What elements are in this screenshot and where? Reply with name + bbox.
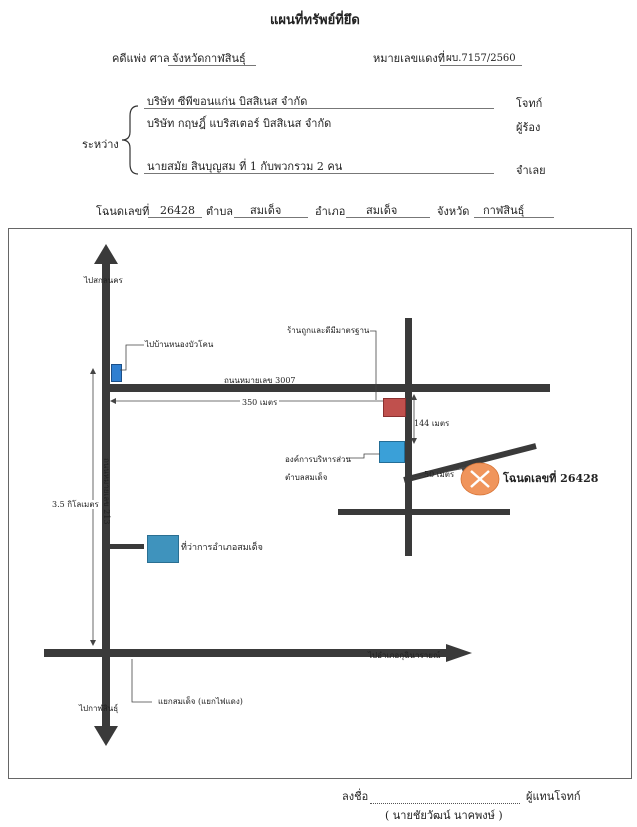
court-underline bbox=[168, 65, 256, 66]
label-district-office: ที่ว่าการอำเภอสมเด็จ bbox=[181, 543, 263, 553]
district-value: สมเด็จ bbox=[366, 204, 398, 217]
deed-no-underline bbox=[148, 217, 202, 218]
court-name: จังหวัดกาฬสินธุ์ bbox=[172, 52, 246, 65]
dim-144m bbox=[411, 394, 417, 444]
label-350m: 350 เมตร bbox=[240, 398, 280, 407]
subdistrict-value: สมเด็จ bbox=[250, 204, 282, 217]
case-label: คดีแพ่ง ศาล bbox=[112, 52, 170, 65]
road-diagonal bbox=[403, 443, 537, 483]
north-arrow-icon bbox=[94, 244, 118, 264]
road-local-horizontal bbox=[338, 509, 510, 515]
road-3007 bbox=[102, 384, 550, 392]
petitioner-name: บริษัท กฤษฎิ์ แบริสเตอร์ บิสสิเนส จำกัด bbox=[147, 117, 332, 130]
deed-label: โฉนดเลขที่ bbox=[96, 205, 150, 218]
subdistrict-label: ตำบล bbox=[206, 205, 234, 218]
defendant-name: นายสมัย สินบุญสม ที่ 1 กับพวกรวม 2 คน bbox=[147, 160, 343, 173]
south-arrow-icon bbox=[94, 726, 118, 746]
province-value: กาฬสินธุ์ bbox=[483, 204, 525, 217]
case-no-underline bbox=[440, 65, 522, 66]
ban-nong-leader bbox=[120, 344, 144, 371]
between-label: ระหว่าง bbox=[82, 138, 119, 151]
shop-leader bbox=[370, 330, 377, 400]
signer-name: ( นายชัยวัฒน์ นาคพงษ์ ) bbox=[385, 809, 503, 822]
label-to-kalasin: ไปกาฬสินธุ์ bbox=[79, 704, 119, 713]
case-no-label: หมายเลขแดงที่ bbox=[373, 52, 445, 65]
road-local-vertical bbox=[405, 318, 412, 556]
road-to-kuchinarai bbox=[44, 649, 448, 657]
label-road-3007: ถนนหมายเลข 3007 bbox=[224, 376, 296, 385]
label-road-213: ถนนหมายเลข 213 bbox=[102, 458, 111, 525]
signature-line bbox=[370, 803, 520, 804]
signer-role: ผู้แทนโจทก์ bbox=[526, 790, 581, 803]
junction-leader bbox=[131, 659, 152, 703]
label-to-sakon: ไปสกลนคร bbox=[84, 276, 123, 285]
label-sao-2: ตำบลสมเด็จ bbox=[285, 473, 328, 482]
label-3-5km: 3.5 กิโลเมตร bbox=[52, 500, 99, 509]
case-number: ผบ.7157/2560 bbox=[446, 53, 516, 64]
label-to-kuchinarai: ไปอำเภอกุฉินารายณ์ bbox=[368, 651, 441, 660]
province-underline bbox=[474, 217, 554, 218]
east-arrow-icon bbox=[446, 644, 472, 662]
deed-number: 26428 bbox=[160, 204, 195, 217]
plaintiff-role: โจทก์ bbox=[516, 97, 543, 110]
deed-plot-marker bbox=[460, 462, 500, 496]
road-office-spur bbox=[106, 544, 144, 549]
label-144m: 144 เมตร bbox=[414, 419, 450, 428]
map-frame bbox=[8, 228, 632, 779]
sign-label: ลงชื่อ bbox=[342, 790, 369, 803]
district-label: อำเภอ bbox=[315, 205, 346, 218]
label-junction: แยกสมเด็จ (แยกไฟแดง) bbox=[158, 697, 243, 706]
sao-leader bbox=[346, 453, 380, 459]
defendant-role: จำเลย bbox=[516, 164, 546, 177]
label-ban-nong: ไปบ้านหนองบัวโคน bbox=[145, 340, 214, 349]
label-deed-plot: โฉนดเลขที่ 26428 bbox=[503, 472, 599, 485]
district-underline bbox=[346, 217, 430, 218]
party-brace bbox=[121, 105, 139, 175]
page-title: แผนที่ทรัพย์ที่ยึด bbox=[270, 13, 360, 28]
plaintiff-name: บริษัท ซีพีขอนแก่น บิสสิเนส จำกัด bbox=[147, 95, 308, 108]
label-50m: 50 เมตร bbox=[424, 470, 455, 479]
plaintiff-underline bbox=[144, 108, 494, 109]
petitioner-role: ผู้ร้อง bbox=[516, 121, 541, 134]
subdistrict-underline bbox=[234, 217, 308, 218]
ban-nong-marker bbox=[111, 364, 122, 382]
province-label: จังหวัด bbox=[437, 205, 470, 218]
sao-marker bbox=[379, 441, 405, 463]
shop-marker bbox=[383, 398, 406, 417]
defendant-underline bbox=[144, 173, 494, 174]
label-shop: ร้านถูกและดีมีมาตรฐาน bbox=[287, 326, 370, 335]
label-sao-1: องค์การบริหารส่วน bbox=[285, 455, 351, 464]
district-office-marker bbox=[147, 535, 179, 563]
road-213 bbox=[102, 262, 110, 727]
